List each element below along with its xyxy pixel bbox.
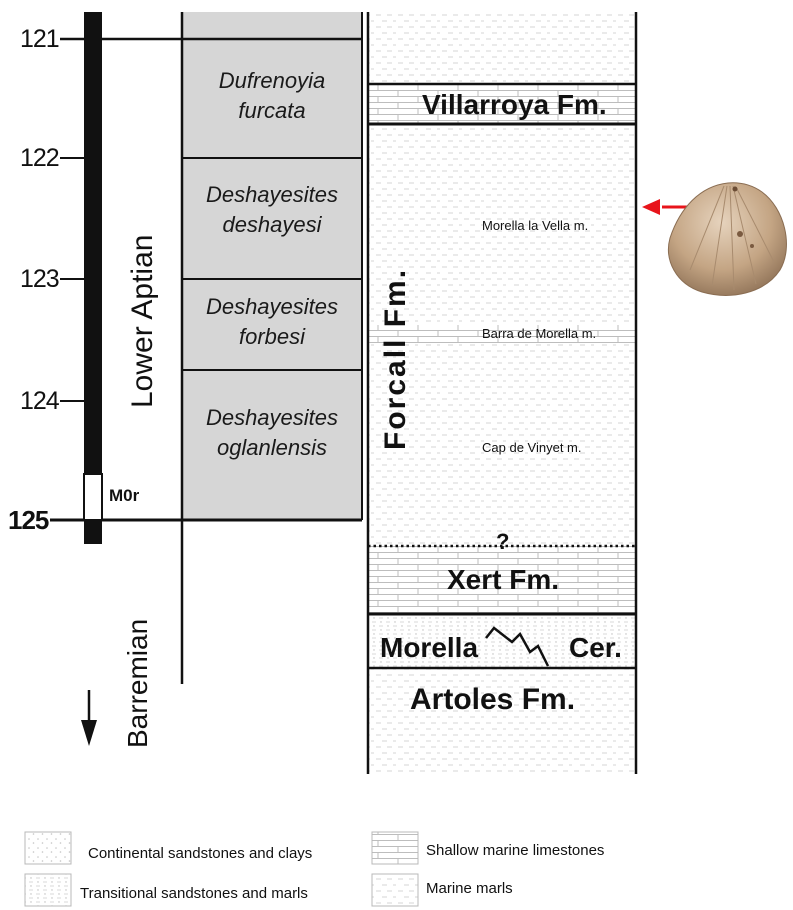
legend-swatch-limestone <box>372 832 418 864</box>
legend-swatch-transitional <box>25 874 71 906</box>
legend-swatch-continental <box>25 832 71 864</box>
legend-swatch-marl <box>372 874 418 906</box>
legend-label-limestone: Shallow marine limestones <box>426 843 604 858</box>
legend-label-continental: Continental sandstones and clays <box>88 846 312 861</box>
legend-label-transitional: Transitional sandstones and marls <box>80 886 308 901</box>
legend-label-marl: Marine marls <box>426 881 513 896</box>
